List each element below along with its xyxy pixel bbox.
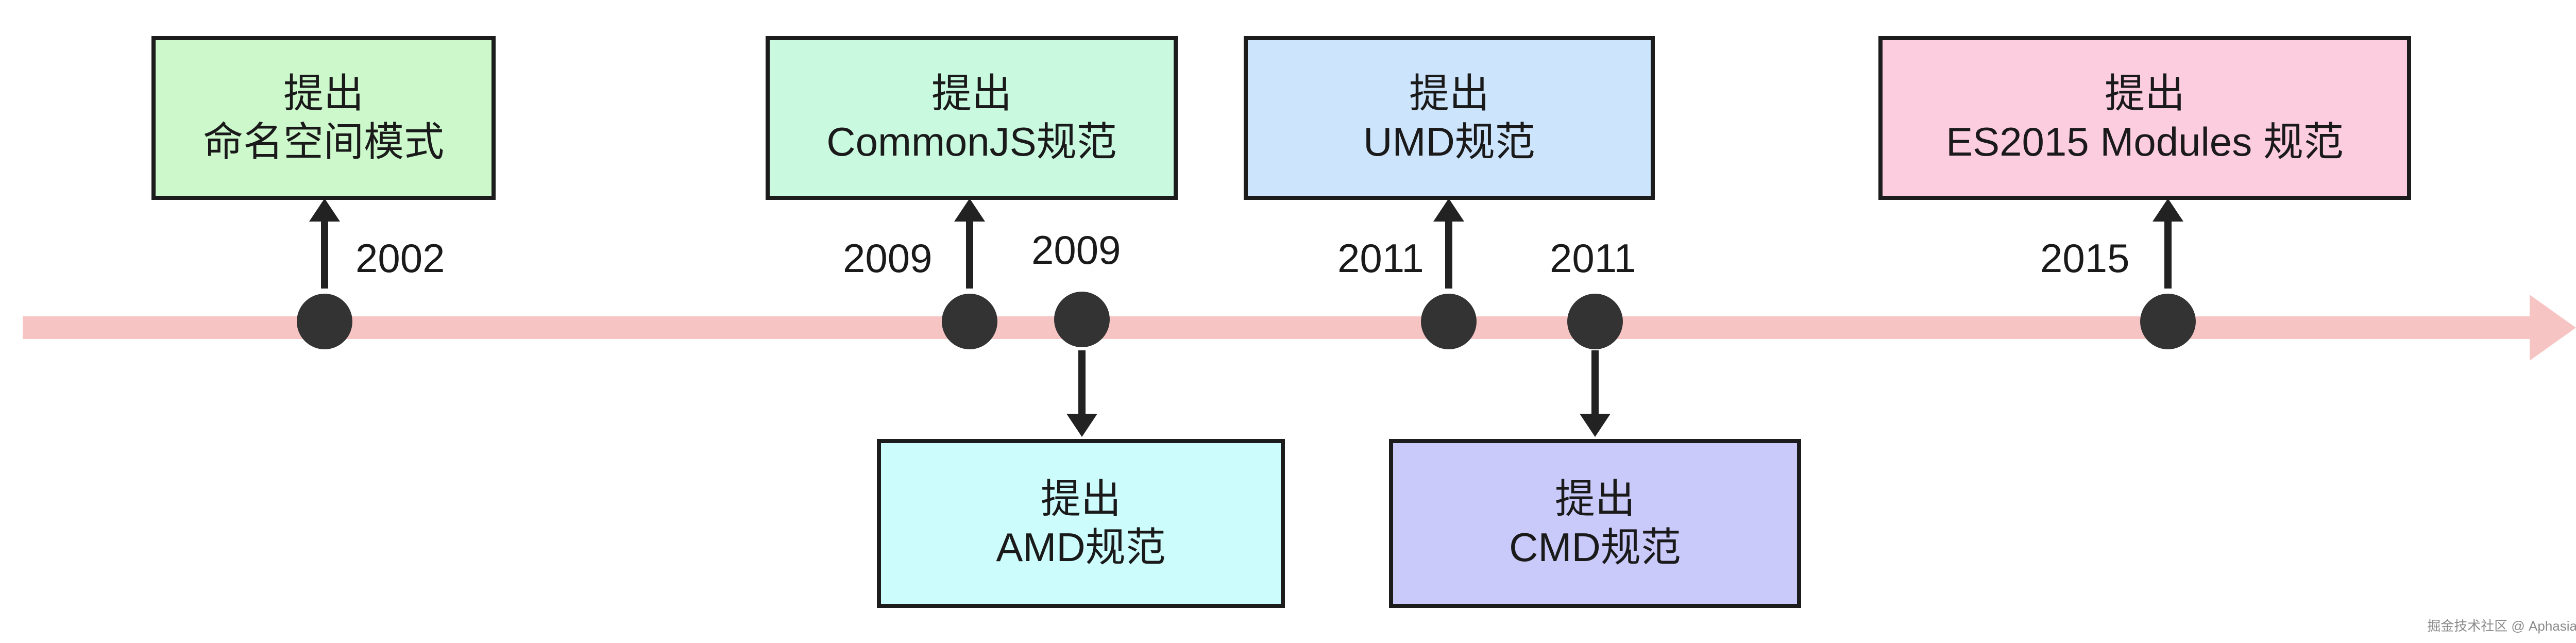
timeline-arrowhead bbox=[2530, 295, 2576, 361]
event-title-cmd: 提出 bbox=[1554, 476, 1635, 522]
connector-esm-head bbox=[2153, 198, 2183, 222]
connector-arrows bbox=[309, 198, 2183, 437]
event-box-namespace: 提出 命名空间模式 bbox=[151, 36, 496, 200]
node-cmd bbox=[1567, 294, 1623, 349]
event-box-esm: 提出 ES2015 Modules 规范 bbox=[1878, 36, 2411, 200]
year-label-cmd: 2011 bbox=[1550, 235, 1636, 281]
year-label-esm: 2015 bbox=[2040, 235, 2130, 281]
event-label-namespace: 命名空间模式 bbox=[202, 119, 444, 164]
year-label-commonjs: 2009 bbox=[843, 235, 933, 281]
event-label-amd: AMD规范 bbox=[996, 524, 1166, 570]
watermark: 掘金技术社区 @ Aphasia bbox=[2427, 618, 2576, 634]
year-label-umd: 2011 bbox=[1337, 235, 1424, 281]
year-label-namespace: 2002 bbox=[355, 235, 445, 281]
node-amd bbox=[1054, 292, 1110, 347]
event-title-amd: 提出 bbox=[1040, 476, 1121, 522]
event-title-namespace: 提出 bbox=[283, 71, 364, 116]
connector-commonjs-head bbox=[954, 198, 985, 222]
event-box-amd: 提出 AMD规范 bbox=[877, 439, 1285, 608]
event-label-umd: UMD规范 bbox=[1363, 119, 1535, 164]
event-title-umd: 提出 bbox=[1409, 71, 1489, 116]
event-title-commonjs: 提出 bbox=[931, 71, 1012, 116]
event-label-commonjs: CommonJS规范 bbox=[826, 119, 1117, 164]
event-title-esm: 提出 bbox=[2104, 71, 2185, 116]
connector-umd-head bbox=[1433, 198, 1464, 222]
year-label-amd: 2009 bbox=[1031, 227, 1121, 273]
connector-namespace-head bbox=[309, 198, 340, 222]
node-esm bbox=[2140, 294, 2196, 349]
node-commonjs bbox=[942, 294, 997, 349]
event-label-cmd: CMD规范 bbox=[1509, 524, 1681, 570]
connector-cmd-head bbox=[1580, 414, 1611, 437]
event-box-cmd: 提出 CMD规范 bbox=[1389, 439, 1801, 608]
node-umd bbox=[1421, 294, 1477, 349]
event-box-commonjs: 提出 CommonJS规范 bbox=[766, 36, 1178, 200]
connector-amd-head bbox=[1066, 414, 1097, 437]
event-box-umd: 提出 UMD规范 bbox=[1244, 36, 1655, 200]
node-namespace bbox=[297, 294, 352, 349]
timeline-nodes bbox=[297, 292, 2196, 349]
event-label-esm: ES2015 Modules 规范 bbox=[1946, 119, 2344, 164]
